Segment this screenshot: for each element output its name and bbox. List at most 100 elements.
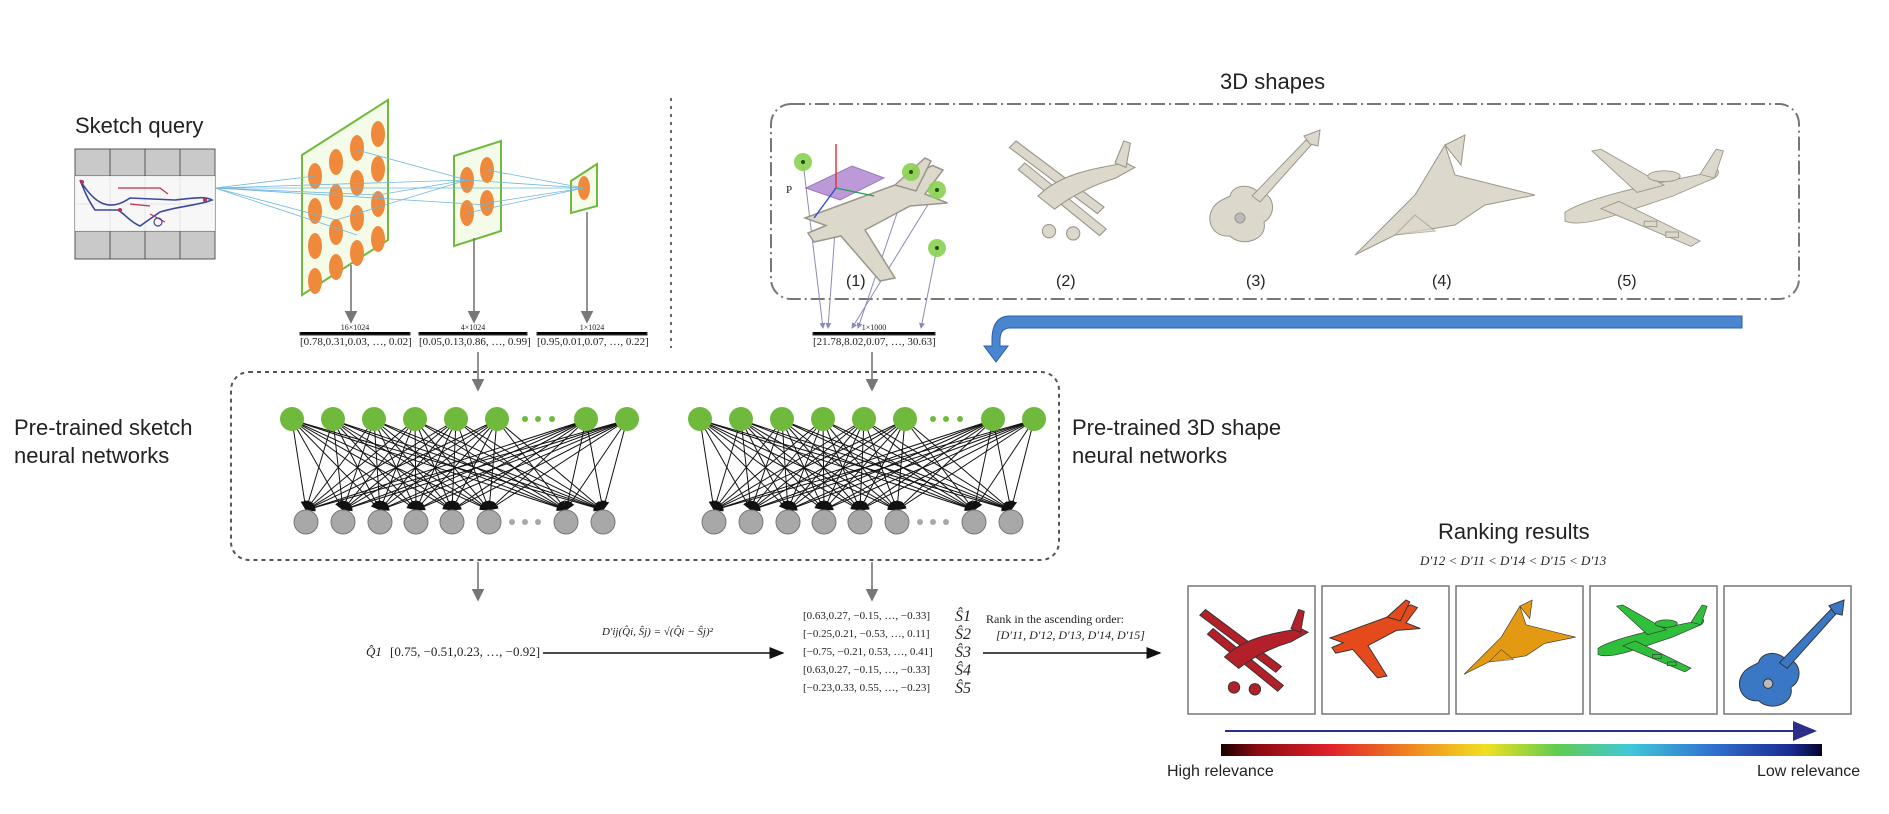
shape-number-1: (1) [846, 273, 866, 290]
ellipsis-dot [549, 416, 555, 422]
ranking-boxes [1187, 585, 1852, 715]
shape-vector: [21.78,8.02,0.07, …, 30.63] [813, 336, 936, 348]
input-node [444, 407, 468, 431]
activation-cell [329, 184, 343, 210]
distance-formula: D′ij(Q̂i, Ŝj) = √(Q̂i − Ŝj)² [602, 626, 713, 638]
input-node [981, 407, 1005, 431]
shape-5-airliner [1564, 148, 1724, 247]
output-node [998, 509, 1024, 535]
shape-output-vector-5: [−0.23,0.33, 0.55, …, −0.23] [803, 682, 930, 694]
ranked-shape-airliner [1597, 604, 1708, 673]
ellipsis-dot [930, 416, 936, 422]
ellipsis-dot [930, 519, 936, 525]
ranking-results-label: Ranking results [1438, 519, 1590, 544]
shape-2-biplane [1008, 140, 1136, 241]
shape-number-4: (4) [1432, 273, 1452, 290]
output-node [590, 509, 616, 535]
shape-nn-label-2: neural networks [1072, 443, 1228, 468]
ellipsis-dot [509, 519, 515, 525]
feature-map-large [301, 98, 389, 297]
activation-cell [308, 198, 322, 224]
ellipsis-dot [522, 519, 528, 525]
shape-output-vector-1: [0.63,0.27, −0.15, …, −0.33] [803, 610, 930, 622]
shape-vector-dim: 1×1000 [861, 323, 887, 332]
output-node [439, 509, 465, 535]
input-node [280, 407, 304, 431]
low-relevance-label: Low relevance [1757, 763, 1861, 780]
input-node [485, 407, 509, 431]
activation-cell [350, 135, 364, 161]
output-node [293, 509, 319, 535]
shape-number-2: (2) [1056, 273, 1076, 290]
shape-output-vector-2: [−0.25,0.21, −0.53, …, 0.11] [803, 628, 930, 640]
shapes-3d-label: 3D shapes [1220, 69, 1326, 94]
activation-cell [371, 191, 385, 217]
plane-label: P [786, 184, 793, 196]
shape-nn-label-1: Pre-trained 3D shape [1072, 415, 1282, 440]
shape-4-stealth-jet [1354, 134, 1536, 256]
ranked-shape-guitar [1738, 599, 1845, 707]
flow-arrow-blue [983, 315, 1743, 363]
input-node [770, 407, 794, 431]
feature-vector-2: [0.05,0.13,0.86, …, 0.99] [419, 336, 531, 348]
high-relevance-label: High relevance [1167, 763, 1274, 780]
input-node [852, 407, 876, 431]
ellipsis-dot [917, 519, 923, 525]
input-node [729, 407, 753, 431]
shape-output-symbol-2: Ŝ2 [955, 626, 971, 643]
rank-text-line-1: Rank in the ascending order: [986, 612, 1124, 626]
shape-output-vector-3: [−0.75, −0.21, 0.53, …, 0.41] [803, 646, 933, 658]
shape-output-symbol-1: Ŝ1 [955, 608, 971, 625]
query-vector: [0.75, −0.51,0.23, …, −0.92] [390, 644, 541, 659]
feature-dim-1: 16×1024 [340, 323, 370, 332]
ranked-shape-biplane [1199, 608, 1310, 696]
activation-cell [371, 226, 385, 252]
shape-output-symbol-5: Ŝ5 [955, 680, 971, 697]
activation-cell [329, 149, 343, 175]
output-node [884, 509, 910, 535]
input-node [1022, 407, 1046, 431]
ellipsis-dot [535, 416, 541, 422]
output-node [330, 509, 356, 535]
relevance-colorbar [1221, 744, 1822, 756]
shape-output-symbol-3: Ŝ3 [955, 644, 971, 661]
activation-cell [371, 156, 385, 182]
input-node [403, 407, 427, 431]
feature-vector-1: [0.78,0.31,0.03, …, 0.02] [300, 336, 412, 348]
query-symbol: Q̂1 [366, 644, 382, 659]
neural-networks [280, 407, 1046, 535]
feature-map-medium [453, 139, 502, 248]
output-node [775, 509, 801, 535]
activation-cell [350, 205, 364, 231]
projection-plane [794, 144, 946, 257]
input-node [362, 407, 386, 431]
feature-maps [301, 98, 598, 297]
ellipsis-dot [943, 416, 949, 422]
output-node [811, 509, 837, 535]
activation-cell [308, 233, 322, 259]
sketch-airplane [79, 179, 214, 227]
sketch-network [280, 407, 639, 535]
output-node [403, 509, 429, 535]
sketch-nn-label-1: Pre-trained sketch [14, 415, 193, 440]
activation-cell [371, 121, 385, 147]
ranked-shape-jet [1328, 599, 1421, 679]
shapes-container [770, 103, 1800, 300]
sketch-nn-label-2: neural networks [14, 443, 170, 468]
feature-vector-3: [0.95,0.01,0.07, …, 0.22] [537, 336, 649, 348]
output-node [476, 509, 502, 535]
input-node [574, 407, 598, 431]
activation-cell [350, 170, 364, 196]
output-node [367, 509, 393, 535]
network-container [230, 371, 1060, 561]
activation-cell [308, 268, 322, 294]
shape-network [688, 407, 1046, 535]
input-node [893, 407, 917, 431]
feature-dim-3: 1×1024 [579, 323, 605, 332]
ranking-formula: D′12 < D′11 < D′14 < D′15 < D′13 [1420, 553, 1607, 568]
input-node [615, 407, 639, 431]
projection-lines [214, 149, 585, 236]
shape-number-5: (5) [1617, 273, 1637, 290]
